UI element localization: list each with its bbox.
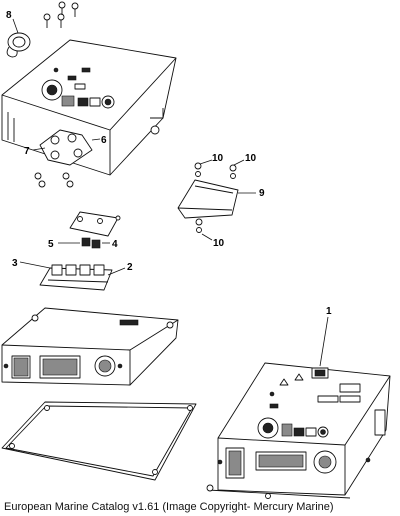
callout-2: 2	[127, 262, 133, 273]
top-screws	[43, 1, 79, 28]
callout-9: 9	[259, 188, 265, 199]
part-8-grommet[interactable]	[6, 18, 31, 58]
callout-1: 1	[326, 306, 332, 317]
nuts	[34, 172, 74, 188]
part-9-module[interactable]	[177, 179, 256, 219]
callout-10-b: 10	[245, 153, 257, 164]
callout-10-c: 10	[213, 238, 225, 249]
callout-4: 4	[112, 239, 118, 250]
part-2-relay-block[interactable]	[19, 261, 126, 291]
screw-icon	[58, 1, 66, 15]
part-10-fasteners	[194, 159, 245, 241]
screw-icon	[57, 13, 65, 28]
callout-7: 7	[24, 146, 30, 157]
screw-icon	[43, 13, 51, 28]
callout-3: 3	[12, 258, 18, 269]
connector-pins	[13, 357, 29, 377]
callout-5: 5	[48, 239, 54, 250]
screw-icon	[71, 2, 79, 17]
callout-10-a: 10	[212, 153, 224, 164]
callout-6: 6	[101, 135, 107, 146]
part-6-bracket[interactable]	[39, 129, 101, 166]
part-7-leader	[32, 147, 46, 151]
part-4-5-relay-bracket[interactable]	[58, 211, 121, 249]
callout-8: 8	[6, 10, 12, 21]
gasket-plate[interactable]	[1, 401, 197, 481]
part-1-assembly[interactable]	[206, 316, 391, 499]
base-tray[interactable]	[1, 307, 179, 386]
image-caption: European Marine Catalog v1.61 (Image Cop…	[4, 501, 334, 513]
